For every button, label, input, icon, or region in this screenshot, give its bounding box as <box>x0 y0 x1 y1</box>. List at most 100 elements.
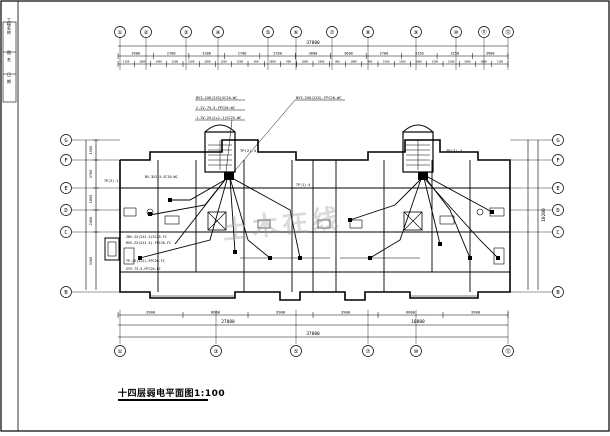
dim-value: 1100 <box>497 60 504 64</box>
riser-right-label: BV3-2X6(2X3)-FPC20-WC <box>296 96 341 100</box>
dim-value: 2400 <box>89 217 93 226</box>
axis-left-bubble-label: E <box>64 186 67 192</box>
axis-bottom-bubble-label: ① <box>118 348 123 355</box>
dim-value: 1800 <box>204 60 211 64</box>
side-title-block: 工程名称 图 名 日 期 <box>2 17 17 103</box>
axis-top-bubble: ① <box>114 26 126 38</box>
dim-value: 3600 <box>344 52 353 56</box>
axis-left-bubble-label: F <box>64 158 67 164</box>
dim-value: 1800 <box>350 60 357 64</box>
axis-top-bubble-label: ③ <box>184 29 189 36</box>
axis-right-bubble: F <box>552 154 564 166</box>
dim-value: 3900 <box>276 310 286 315</box>
dim-bottom-total: 37800 <box>306 331 320 337</box>
axis-left-bubble: C <box>60 226 72 238</box>
axis-top-bubble-label: ⑪ <box>481 28 487 36</box>
dim-value: 3900 <box>146 310 156 315</box>
dim-right-total: 10200 <box>541 208 547 222</box>
dim-value: 6600 <box>406 310 416 315</box>
axis-top-bubble: ⑨ <box>410 26 422 38</box>
axis-top-bubble: ③ <box>180 26 192 38</box>
axis-bottom-bubble: ① <box>114 345 126 357</box>
dim-value: 1000 <box>155 60 162 64</box>
dim-value: 1200 <box>220 60 227 64</box>
axis-left-bubble-label: B <box>64 290 68 296</box>
dim-value: 1800 <box>302 60 309 64</box>
cable-left-2: ZBV-2X(2X1.5)SC25-FC <box>126 235 167 239</box>
riser-left-line-3: 1-3V-2X(2+2-1)SC25-WC <box>196 116 241 120</box>
axis-top-bubble-label: ⑧ <box>366 29 371 36</box>
dim-value: 1800 <box>89 195 93 204</box>
dim-value: 900 <box>335 60 340 64</box>
dim-top-total: 37800 <box>306 40 320 46</box>
dim-value: 1500 <box>89 146 93 155</box>
cable-left-3: RVS-2X(2X1.5)-FPC20-FC <box>126 241 171 245</box>
dim-value: 1200 <box>432 60 439 64</box>
dim-value: 2700 <box>273 52 282 56</box>
dim-value: 900 <box>286 60 291 64</box>
axis-bottom-bubble: ⑩ <box>410 345 422 357</box>
axis-top-bubble-label: ② <box>144 29 149 36</box>
outlet-symbols <box>138 172 500 260</box>
dim-value: 1500 <box>448 60 455 64</box>
axis-right-bubble-label: G <box>556 138 559 144</box>
axis-right-bubble: G <box>552 134 564 146</box>
axis-left-bubble: B <box>60 286 72 298</box>
axis-top-bubble: ⑦ <box>326 26 338 38</box>
axis-bottom-bubble-label: ⑤ <box>294 348 299 355</box>
axis-left-bubble: F <box>60 154 72 166</box>
dim-value: 3150 <box>450 52 459 56</box>
dim-value: 3900 <box>471 310 481 315</box>
dim-value: 3900 <box>131 52 140 56</box>
axis-top-bubble-label: ⑦ <box>330 29 335 36</box>
axis-top-bubble: ⑩ <box>450 26 462 38</box>
annotations: BV3-2X6(2X3)SC20-WC 2-2V-75-5-FPC20-WC 1… <box>104 96 462 271</box>
dim-value: 1200 <box>399 60 406 64</box>
dim-value: 1000 <box>464 60 471 64</box>
cable-left-4: TP-2X(2+2)-FPC20-FC <box>126 259 165 263</box>
side-label-project: 工程名称 <box>6 17 12 36</box>
axis-right-bubble: E <box>552 182 564 194</box>
dim-value: 3600 <box>309 52 318 56</box>
axis-top-bubble-label: ⑫ <box>505 28 511 36</box>
dim-value: 1500 <box>383 60 390 64</box>
cable-left-1: BV-3X2.5-SC20-WC <box>145 175 178 179</box>
axis-bottom-bubble-label: ⑫ <box>505 347 511 355</box>
dim-value: 1800 <box>318 60 325 64</box>
dim-value: 3100 <box>89 257 93 266</box>
dim-value: 1500 <box>237 60 244 64</box>
dim-value: 900 <box>367 60 372 64</box>
side-label-date: 日 期 <box>7 72 12 85</box>
riser-left-line-1: BV3-2X6(2X3)SC20-WC <box>196 96 237 100</box>
axis-left-bubble: G <box>60 134 72 146</box>
axis-top-bubble: ⑤ <box>262 26 274 38</box>
axis-top-bubble: ⑫ <box>502 26 514 38</box>
dim-value: 1200 <box>188 60 195 64</box>
room-tag-left: TP(2)-4 <box>240 148 257 153</box>
axis-left-bubble-label: C <box>64 230 67 236</box>
dim-value: 1800 <box>269 60 276 64</box>
axis-bottom-bubble-label: ③ <box>214 348 219 355</box>
axis-right-bubble-label: F <box>556 158 559 164</box>
axis-right-bubble: D <box>552 204 564 216</box>
axis-top-bubble-label: ① <box>118 29 123 36</box>
dim-value: 6600 <box>211 310 221 315</box>
axis-top-bubble: ④ <box>212 26 224 38</box>
axis-right-bubble-label: C <box>556 230 559 236</box>
axis-top-bubble: ⑥ <box>290 26 302 38</box>
dim-value: 900 <box>254 60 259 64</box>
axis-top-bubble-label: ⑩ <box>454 29 459 36</box>
axis-right-bubble: C <box>552 226 564 238</box>
dim-value: 3300 <box>202 52 211 56</box>
box-left-label: TP(3)-1 <box>104 179 118 183</box>
axis-top-bubble-label: ⑥ <box>294 29 299 36</box>
axis-bottom-bubble: ⑫ <box>502 345 514 357</box>
room-tag-right: TP(3)-2 <box>446 148 462 153</box>
